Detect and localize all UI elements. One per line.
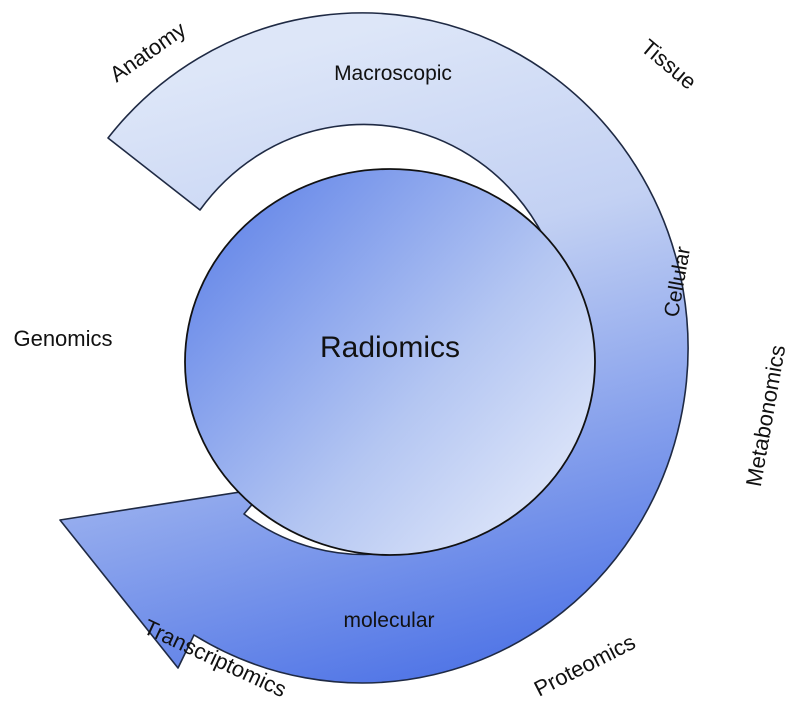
radiomics-circle bbox=[184, 168, 596, 556]
metabonomics-label: Metabonomics bbox=[741, 343, 790, 488]
molecular-label: molecular bbox=[343, 609, 434, 632]
genomics-label: Genomics bbox=[13, 326, 112, 351]
tissue-label: Tissue bbox=[636, 34, 701, 94]
center-label: Radiomics bbox=[320, 331, 460, 364]
macroscopic-label: Macroscopic bbox=[334, 62, 452, 85]
cycle-arrow-band bbox=[59, 12, 689, 684]
proteomics-label: Proteomics bbox=[530, 629, 639, 701]
